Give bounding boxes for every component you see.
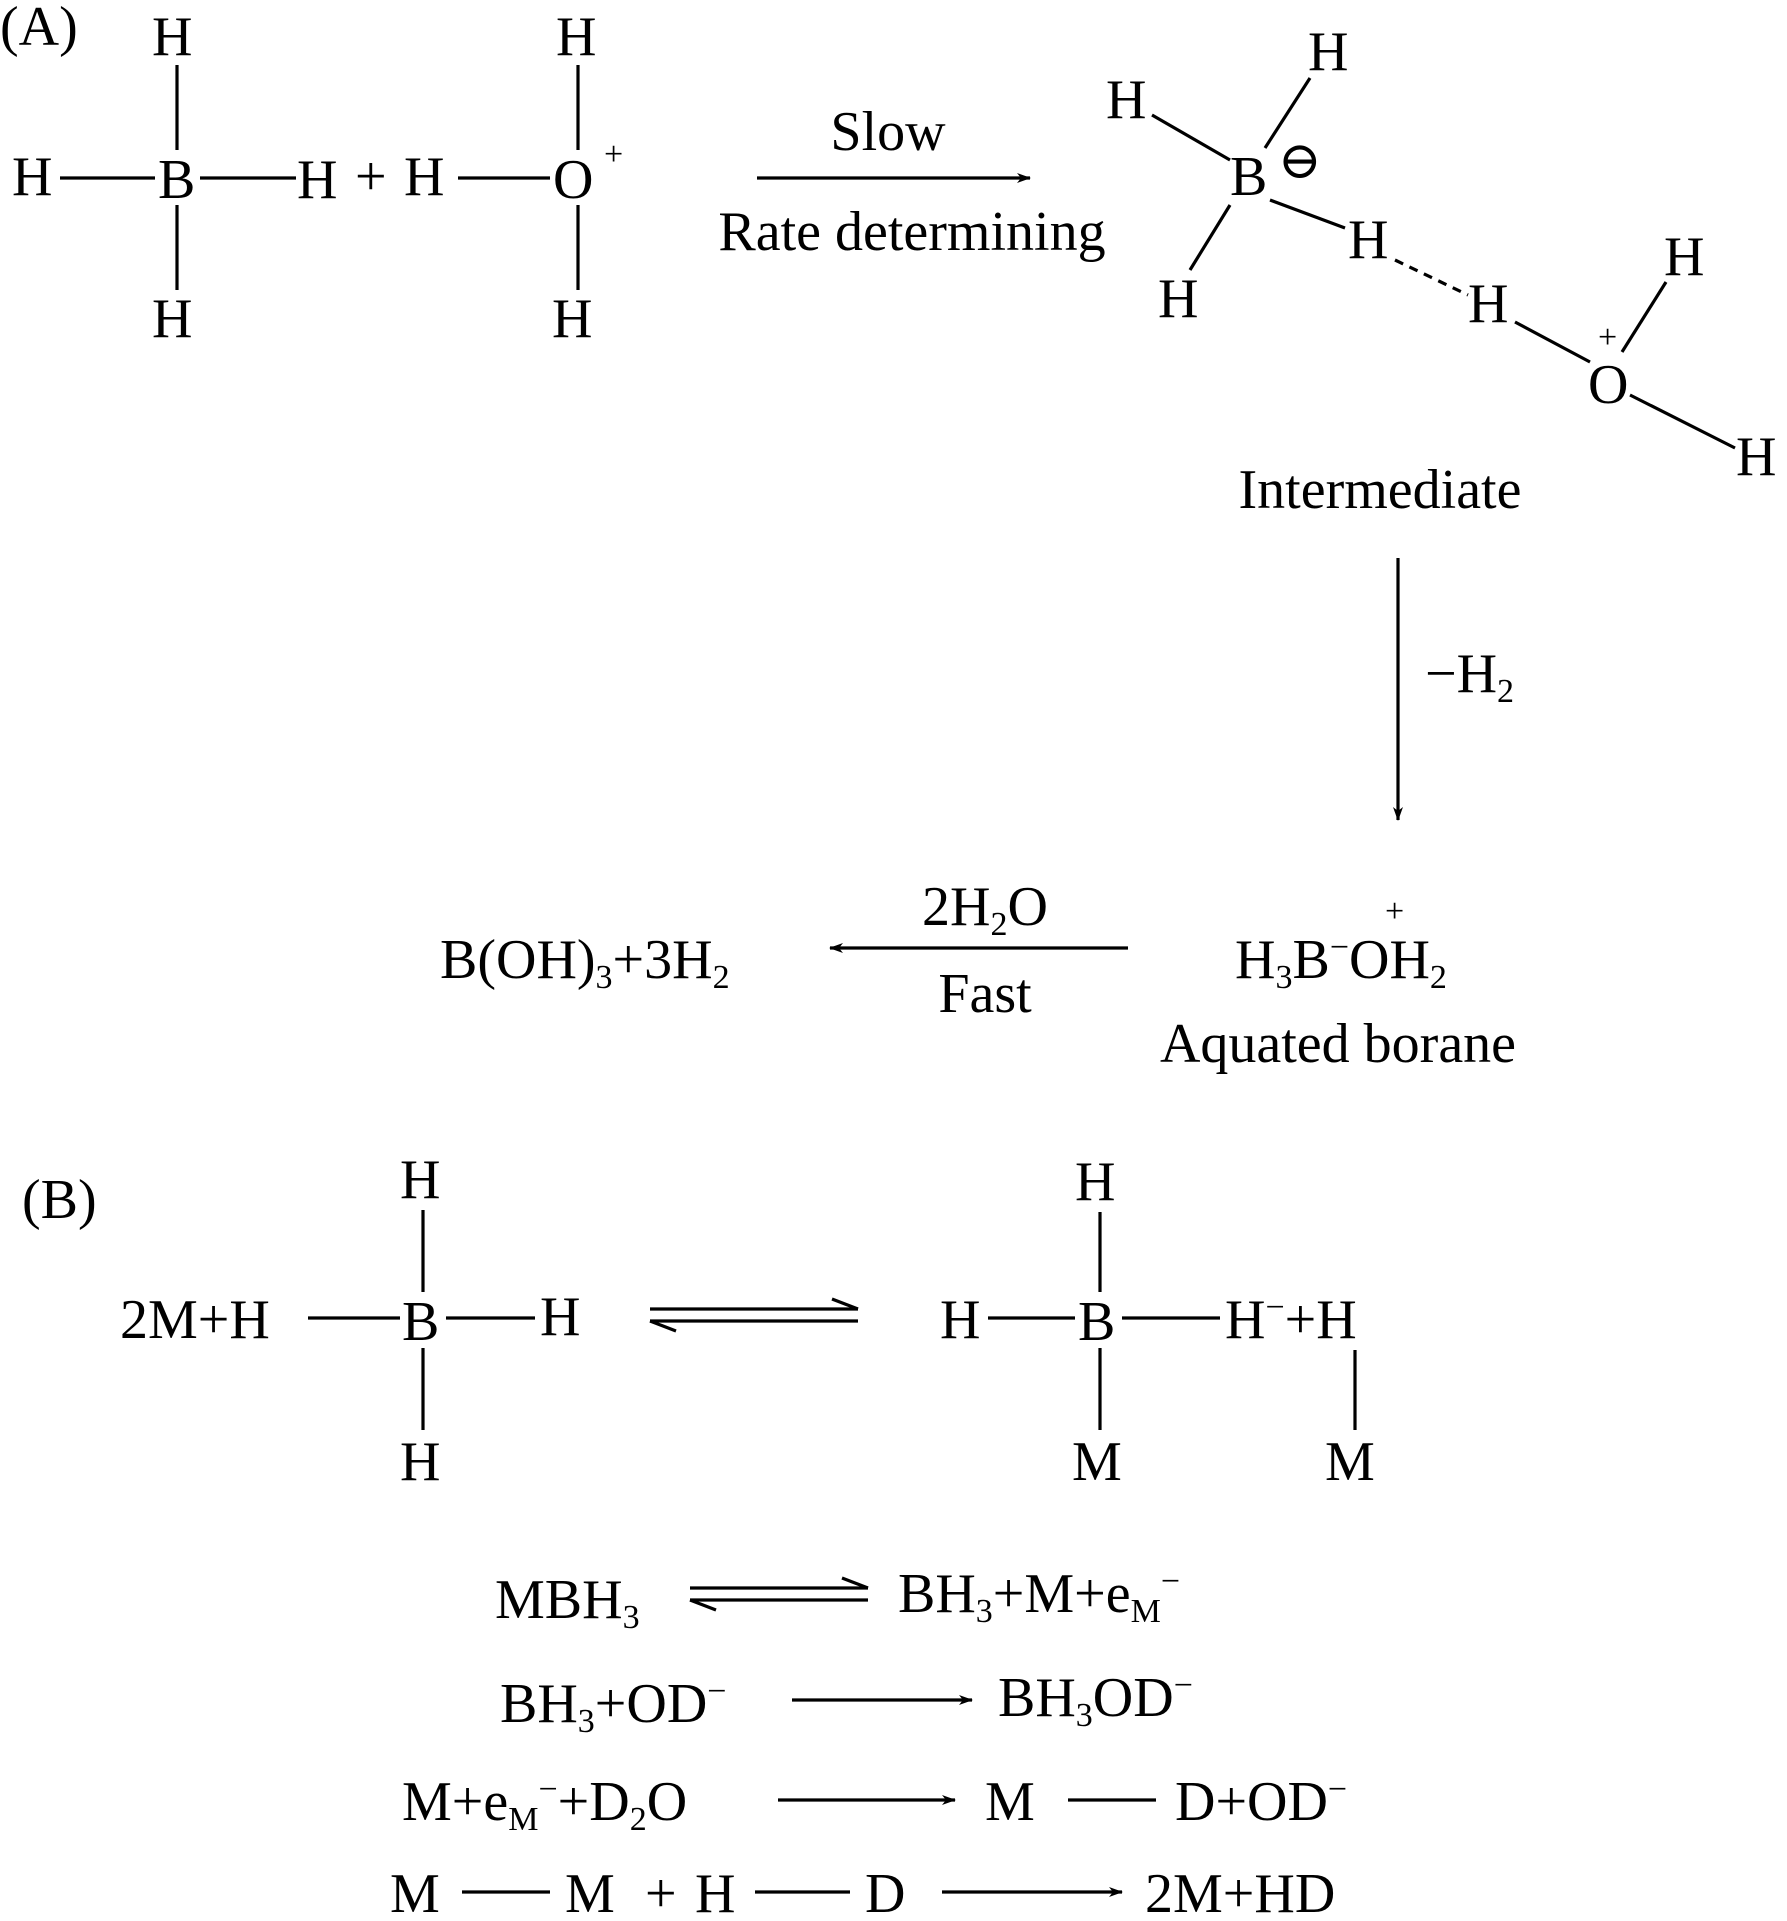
- b-right-h-top: H: [1075, 1151, 1115, 1213]
- equation-2: BH3+OD− BH3OD−: [500, 1667, 1193, 1740]
- bh4-h-right: H: [297, 149, 337, 211]
- int-h-top: H: [1308, 21, 1348, 83]
- bond: [1188, 204, 1232, 271]
- panel-a-label: (A): [0, 0, 78, 58]
- eq2-left: BH3+OD−: [500, 1673, 726, 1740]
- arrow-label-2h2o: 2H2O: [922, 876, 1048, 943]
- eq3-right-m: M: [985, 1771, 1035, 1833]
- arrow-label-minus-h: −H2: [1425, 643, 1514, 710]
- eq4-m2: M: [565, 1863, 615, 1921]
- intermediate-label: Intermediate: [1239, 459, 1522, 521]
- eq3-left: M+eM−+D2O: [402, 1771, 687, 1838]
- equation-1: MBH3 BH3+M+eM−: [495, 1563, 1180, 1636]
- bond: [1514, 320, 1591, 364]
- h3o-charge: +: [604, 136, 623, 173]
- int-h-o-bottom: H: [1736, 426, 1776, 488]
- arrow-label-fast: Fast: [938, 963, 1032, 1025]
- arrow-head: [689, 1598, 717, 1612]
- bh4-boron: B: [158, 149, 195, 211]
- minus-h2-arrow: −H2: [1393, 558, 1514, 821]
- b-right-h-minus: H−+H: [1225, 1289, 1357, 1351]
- bond: [1263, 77, 1312, 149]
- arrow-head: [841, 1576, 869, 1590]
- int-h-bridge: H: [1348, 209, 1388, 271]
- arrow-label-slow: Slow: [830, 101, 946, 163]
- int-h-topleft: H: [1106, 69, 1146, 131]
- b-left-h-bottom: H: [400, 1431, 440, 1493]
- h3o-h-left: H: [404, 146, 444, 208]
- borohydride-structure: H H B H H: [12, 6, 337, 350]
- arrow-label-rate-determining: Rate determining: [718, 201, 1105, 263]
- equation-4: M M + H D 2M+HD: [390, 1863, 1335, 1921]
- eq4-product: 2M+HD: [1145, 1863, 1335, 1921]
- aquated-oxygen-charge: +: [1385, 893, 1404, 930]
- plus-sign: +: [355, 146, 387, 208]
- panel-b-right-structure: H H B M H−+H M: [940, 1151, 1375, 1493]
- eq4-m1: M: [390, 1863, 440, 1921]
- int-oxygen-charge: +: [1598, 319, 1617, 356]
- b-left-h-right: H: [540, 1286, 580, 1348]
- b-left-boron: B: [402, 1291, 439, 1353]
- int-oxygen: O: [1588, 354, 1628, 416]
- b-right-boron: B: [1078, 1291, 1115, 1353]
- bh4-h-bottom: H: [152, 288, 192, 350]
- product-boric-acid: B(OH)3+3H2: [440, 929, 730, 996]
- bond: [1629, 393, 1736, 450]
- arrow-head: [649, 1319, 677, 1333]
- eq4-plus: +: [645, 1863, 677, 1921]
- int-h-o-top: H: [1664, 226, 1704, 288]
- b-left-h-top: H: [400, 1149, 440, 1211]
- b-left-prefix: 2M+H: [120, 1289, 270, 1351]
- b-right-m2: M: [1325, 1431, 1375, 1493]
- hydronium-structure: H O + H H: [404, 6, 623, 350]
- panel-b-label: (B): [22, 1169, 97, 1231]
- panel-b-left-structure: 2M+H H B H H: [120, 1149, 580, 1493]
- hydrogen-bond-dashed: [1394, 258, 1469, 297]
- int-h-hydronium: H: [1468, 273, 1508, 335]
- eq1-left: MBH3: [495, 1569, 640, 1636]
- bh4-h-top: H: [152, 6, 192, 68]
- eq1-right: BH3+M+eM−: [898, 1563, 1180, 1630]
- h3o-h-bottom: H: [552, 288, 592, 350]
- slow-arrow: Slow Rate determining: [718, 101, 1105, 263]
- aquated-borane-label: Aquated borane: [1160, 1013, 1516, 1075]
- int-boron: B: [1230, 146, 1267, 208]
- equation-3: M+eM−+D2O M D+OD−: [402, 1771, 1347, 1838]
- bond: [1620, 281, 1668, 353]
- h3o-oxygen: O: [553, 149, 593, 211]
- intermediate-structure: H H B ⊖ H H H O + H H Intermediate: [1106, 21, 1776, 521]
- b-right-h-left: H: [940, 1289, 980, 1351]
- fast-arrow: 2H2O Fast: [829, 876, 1128, 1025]
- eq4-d: D: [865, 1863, 905, 1921]
- int-negative-charge: ⊖: [1278, 133, 1322, 190]
- bond: [1269, 198, 1346, 230]
- aquated-borane-formula: H3B−OH2: [1235, 929, 1447, 996]
- b-right-m-bottom: M: [1072, 1431, 1122, 1493]
- bh4-h-left: H: [12, 146, 52, 208]
- equilibrium-arrow: [649, 1297, 859, 1333]
- eq2-right: BH3OD−: [998, 1667, 1193, 1734]
- eq3-right-d: D+OD−: [1175, 1771, 1347, 1833]
- aquated-borane: + H3B−OH2 Aquated borane: [1160, 893, 1516, 1075]
- h3o-h-top: H: [556, 6, 596, 68]
- int-h-bottomleft: H: [1158, 268, 1198, 330]
- bond: [1151, 113, 1231, 162]
- eq4-h: H: [695, 1863, 735, 1921]
- arrow-head: [831, 1297, 859, 1311]
